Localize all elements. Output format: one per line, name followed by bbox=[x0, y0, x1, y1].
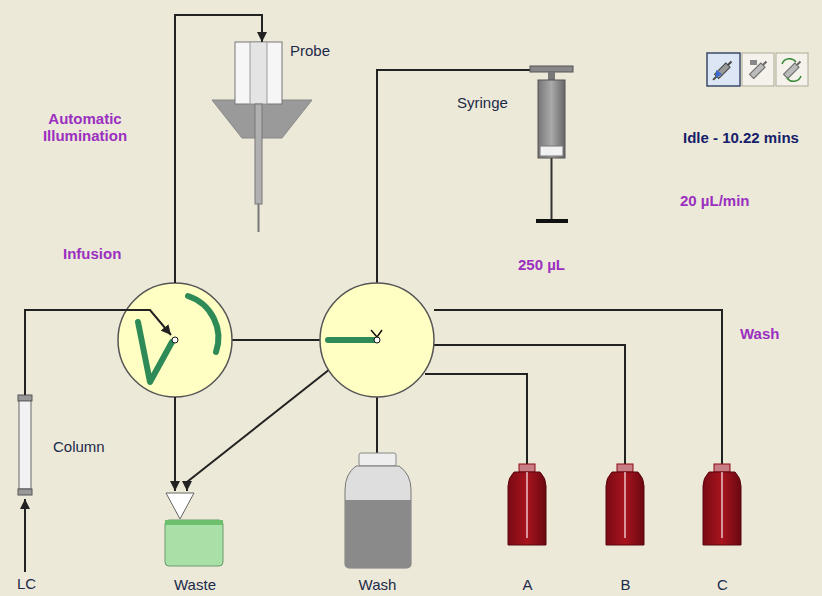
node-label: A bbox=[505, 576, 550, 593]
tubing-connector bbox=[174, 397, 176, 491]
probe-drawing bbox=[212, 42, 312, 232]
syringe-drawing-part bbox=[538, 80, 565, 158]
tubing-lines bbox=[25, 70, 722, 572]
reagent-bottles-part bbox=[519, 464, 535, 472]
reagent-bottle: B bbox=[603, 462, 648, 594]
node-label: Infusion bbox=[63, 245, 121, 262]
reagent-bottles-part bbox=[624, 472, 626, 538]
node-label: Column bbox=[53, 438, 105, 455]
lc-column-part bbox=[19, 401, 31, 489]
status-text: Idle - 10.22 mins bbox=[683, 129, 799, 146]
wash-mode-label: Wash bbox=[740, 325, 779, 342]
toolbar-buttons-part bbox=[707, 53, 740, 86]
tubing-lines-part bbox=[232, 339, 320, 341]
reagent-bottle: C bbox=[700, 462, 745, 594]
reagent-bottle: A bbox=[505, 462, 550, 594]
reagent-bottles bbox=[508, 464, 741, 545]
wash-bottle-part bbox=[345, 466, 411, 568]
syringe-drawing-part bbox=[540, 146, 563, 156]
reagent-bottles-part bbox=[526, 472, 528, 538]
syringe-drawing-part bbox=[548, 72, 555, 80]
column: Column bbox=[15, 395, 107, 495]
node-label: C bbox=[700, 576, 745, 593]
tubing-connector bbox=[25, 310, 171, 395]
tubing-lines-part bbox=[187, 369, 330, 491]
toolbar-buttons-part-part bbox=[784, 63, 800, 79]
wash-bottle: Wash bbox=[340, 450, 415, 594]
toolbar-buttons-part bbox=[716, 70, 722, 78]
node-label: Waste bbox=[160, 576, 230, 593]
syringe-drawing-part bbox=[536, 219, 568, 223]
infusion-valve: Infusion bbox=[118, 283, 232, 397]
reagent-bottles-part bbox=[721, 472, 723, 538]
waste-container-part bbox=[165, 520, 223, 525]
reagent-bottles-part bbox=[508, 472, 546, 545]
wash-bottle-part bbox=[359, 453, 396, 466]
reagent-bottles-part bbox=[606, 472, 644, 545]
mode-label: Automatic Illumination bbox=[15, 110, 155, 144]
capacity-label: 250 µL bbox=[518, 256, 565, 273]
syringe: Syringe 250 µL bbox=[445, 62, 580, 282]
wash-bottle-part bbox=[345, 500, 411, 568]
probe: Probe bbox=[195, 42, 345, 237]
waste-container-part bbox=[165, 520, 223, 566]
waste-container: Waste bbox=[160, 490, 230, 594]
syringe-drawing-part bbox=[551, 158, 553, 220]
toolbar-buttons-part bbox=[711, 59, 734, 82]
selector-valve-part bbox=[371, 330, 382, 337]
toolbar-buttons-part-part bbox=[715, 63, 731, 79]
node-label: Probe bbox=[290, 42, 330, 59]
infusion-valve-part bbox=[118, 283, 232, 397]
syringe-drawing bbox=[530, 66, 573, 223]
probe-drawing-part bbox=[258, 204, 260, 232]
toolbar-buttons-part bbox=[787, 76, 801, 81]
toolbar-buttons-part-part bbox=[750, 63, 766, 79]
lc-inlet-label: LC bbox=[17, 575, 36, 592]
lc-column bbox=[18, 395, 32, 495]
toolbar-buttons-part bbox=[750, 60, 757, 65]
infusion-valve-part bbox=[188, 296, 218, 352]
probe-drawing-part bbox=[250, 42, 267, 104]
selector-valve-part bbox=[374, 337, 380, 343]
infusion-valve bbox=[118, 283, 232, 397]
toolbar-buttons bbox=[707, 53, 808, 86]
selector-valve-part bbox=[320, 283, 434, 397]
selector-valve bbox=[320, 283, 434, 397]
probe-drawing-part bbox=[235, 42, 282, 104]
lc-column-part bbox=[18, 395, 32, 401]
toolbar-buttons-part-part bbox=[728, 62, 732, 66]
reagent-bottles-part bbox=[714, 464, 730, 472]
toolbar-buttons-part bbox=[742, 53, 774, 86]
toolbar-buttons-part bbox=[776, 53, 808, 86]
toolbar-buttons-part bbox=[750, 59, 769, 78]
reagent-bottles-part bbox=[703, 472, 741, 545]
selector-valve-part bbox=[328, 337, 374, 343]
node-label: B bbox=[603, 576, 648, 593]
infusion-valve-part bbox=[172, 337, 178, 343]
tubing-lines-part bbox=[434, 310, 722, 520]
node-label: Syringe bbox=[457, 94, 508, 111]
flow-rate: 20 µL/min bbox=[680, 192, 750, 209]
waste-container-part bbox=[166, 493, 194, 519]
wash-bottle bbox=[345, 453, 411, 568]
lc-column-part bbox=[18, 489, 32, 495]
tubing-connector bbox=[175, 15, 262, 283]
toolbar-buttons-part bbox=[784, 59, 803, 78]
probe-drawing-part bbox=[255, 104, 262, 204]
toolbar-buttons-part-part bbox=[797, 62, 801, 66]
tubing-lines-part bbox=[376, 397, 378, 455]
node-label: Wash bbox=[340, 576, 415, 593]
toolbar-buttons-part-part bbox=[763, 62, 767, 66]
tubing-lines-part bbox=[24, 499, 26, 572]
toolbar-buttons-part bbox=[782, 59, 796, 64]
syringe-drawing-part bbox=[530, 66, 573, 72]
waste-container bbox=[165, 493, 223, 566]
reagent-bottles-part bbox=[617, 464, 633, 472]
